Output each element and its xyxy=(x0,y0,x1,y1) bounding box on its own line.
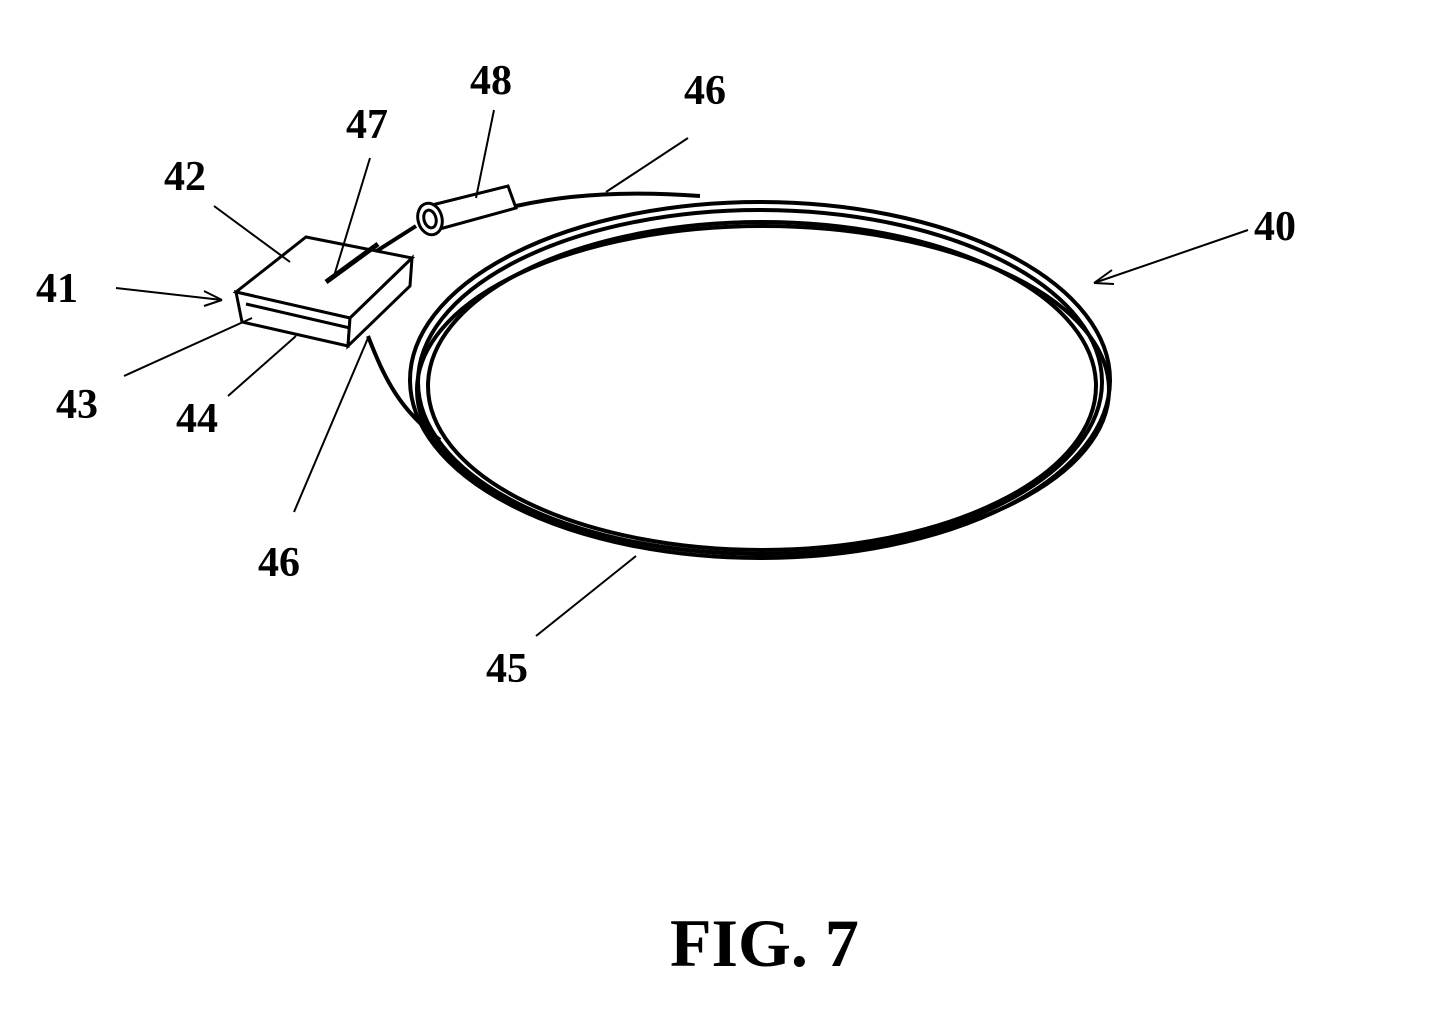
connector-48 xyxy=(372,186,516,254)
fiber-lead-upper xyxy=(516,194,700,206)
label-40: 40 xyxy=(1254,204,1296,250)
label-47: 47 xyxy=(346,102,388,148)
label-42: 42 xyxy=(164,154,206,200)
label-41: 41 xyxy=(36,266,78,312)
label-48: 48 xyxy=(470,58,512,104)
fiber-coil xyxy=(410,202,1110,558)
leader-45 xyxy=(536,556,636,636)
module-box-41 xyxy=(236,237,412,346)
leader-46-bottom xyxy=(294,338,368,512)
label-43: 43 xyxy=(56,382,98,428)
leader-46-top xyxy=(606,138,688,192)
label-45: 45 xyxy=(486,646,528,692)
leader-41 xyxy=(116,288,222,300)
connector-cable xyxy=(372,226,416,254)
leader-48 xyxy=(476,110,494,198)
label-46-top: 46 xyxy=(684,68,726,114)
figure-caption: FIG. 7 xyxy=(670,905,859,981)
leader-42 xyxy=(214,206,290,262)
leader-44 xyxy=(228,336,296,396)
label-44: 44 xyxy=(176,396,218,442)
leader-43 xyxy=(124,318,252,376)
label-46-bottom: 46 xyxy=(258,540,300,586)
leader-40 xyxy=(1094,230,1248,283)
